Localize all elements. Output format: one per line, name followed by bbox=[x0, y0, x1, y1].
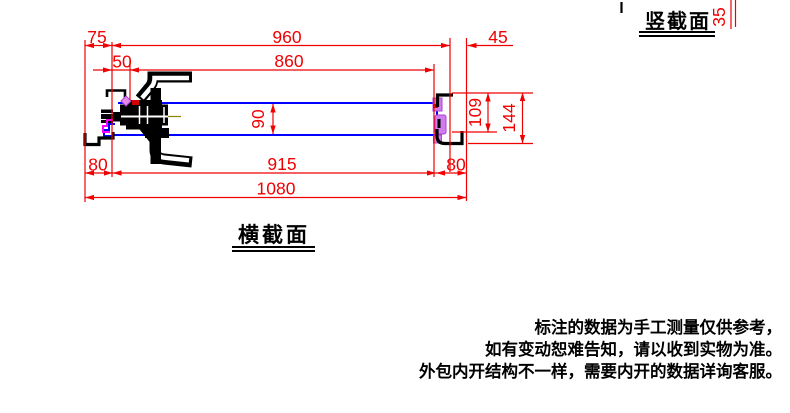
right-red-key bbox=[433, 104, 438, 108]
left-bracket-assembly bbox=[83, 71, 193, 168]
dim-1080-label: 1080 bbox=[257, 179, 296, 199]
dim-144-label: 144 bbox=[499, 103, 519, 132]
dim-90-label: 90 bbox=[248, 109, 268, 129]
right-hub-pin bbox=[437, 119, 441, 128]
tube-left-snap-ring bbox=[103, 123, 115, 137]
dimension-arrowheads bbox=[85, 42, 526, 201]
left-seal-diamond bbox=[120, 95, 132, 107]
dimension-labels: 75 50 960 860 45 90 109 144 80 915 80 10… bbox=[87, 7, 729, 198]
dim-80-left-label: 80 bbox=[88, 155, 108, 175]
bearing-block-tall bbox=[126, 100, 162, 130]
dimension-lines bbox=[84, 0, 737, 202]
dim-915-label: 915 bbox=[267, 154, 296, 174]
dim-45-label: 45 bbox=[488, 27, 507, 47]
dim-75-label: 75 bbox=[87, 27, 106, 47]
spine-nut bbox=[145, 128, 169, 138]
note-line-1: 标注的数据为手工测量仅供参考， bbox=[534, 319, 783, 337]
right-bottom-z-plate bbox=[435, 129, 464, 146]
horizontal-section-title: 横截面 bbox=[238, 224, 310, 247]
left-z-foot-plate bbox=[83, 132, 115, 147]
left-red-key bbox=[132, 100, 139, 105]
dim-80-right-label: 80 bbox=[446, 155, 466, 175]
clamp-top-arm-inner bbox=[140, 75, 189, 100]
right-bracket-assembly bbox=[432, 93, 464, 146]
hex-shaft-neck bbox=[113, 112, 121, 122]
vertical-section-title: 竖截面 bbox=[645, 11, 711, 33]
dim-109-label: 109 bbox=[465, 98, 485, 127]
dim-50-label: 50 bbox=[112, 52, 132, 72]
left-top-angle-plate bbox=[105, 89, 127, 100]
dim-860-label: 860 bbox=[274, 51, 303, 71]
note-line-3: 外包内开结构不一样，需要内开的数据详询客服。 bbox=[419, 362, 782, 381]
left-magenta-step bbox=[102, 119, 113, 133]
disclaimer-notes: 标注的数据为手工测量仅供参考， 如有变动恕难告知，请以收到实物为准。 外包内开结… bbox=[419, 318, 782, 383]
dim-960-label: 960 bbox=[272, 27, 301, 47]
note-line-2: 如有变动恕难告知，请以收到实物为准。 bbox=[485, 340, 782, 359]
dim-35-label: 35 bbox=[709, 7, 729, 26]
right-top-angle-plate bbox=[435, 93, 453, 107]
